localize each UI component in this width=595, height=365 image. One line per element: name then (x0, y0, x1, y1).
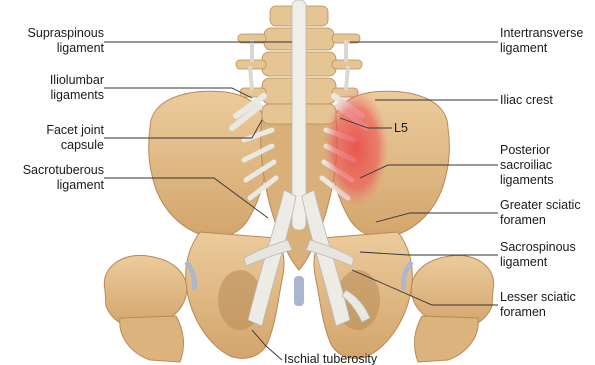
label-line: Lesser sciatic (500, 290, 592, 305)
left-femur-shaft (120, 316, 184, 362)
label-supraspinous-ligament: Supraspinous ligament (8, 26, 104, 56)
label-line: Ischial tuberosity (284, 352, 414, 365)
label-line: ligament (500, 255, 592, 270)
label-line: sacroiliac (500, 158, 592, 173)
label-l5: L5 (394, 121, 424, 136)
label-line: L5 (394, 121, 424, 136)
label-line: Intertransverse (500, 26, 592, 41)
label-line: Supraspinous (8, 26, 104, 41)
label-line: foramen (500, 213, 592, 228)
label-facet-joint-capsule: Facet joint capsule (8, 123, 104, 153)
label-sacrospinous-ligament: Sacrospinous ligament (500, 240, 592, 270)
label-line: Sacrotuberous (8, 163, 104, 178)
label-line: ligament (8, 41, 104, 56)
label-line: Facet joint (8, 123, 104, 138)
label-line: Iliolumbar (8, 73, 104, 88)
label-lesser-sciatic-foramen: Lesser sciatic foramen (500, 290, 592, 320)
l5-highlight (324, 90, 388, 206)
label-ischial-tuberosity: Ischial tuberosity (284, 352, 414, 365)
right-femur-shaft (415, 316, 479, 362)
label-sacrotuberous-ligament: Sacrotuberous ligament (8, 163, 104, 193)
label-line: Posterior (500, 143, 592, 158)
label-line: ligaments (8, 88, 104, 103)
label-iliolumbar-ligaments: Iliolumbar ligaments (8, 73, 104, 103)
label-intertransverse-ligament: Intertransverse ligament (500, 26, 592, 56)
label-line: Iliac crest (500, 93, 592, 108)
label-line: capsule (8, 138, 104, 153)
label-line: ligament (500, 41, 592, 56)
label-line: Sacrospinous (500, 240, 592, 255)
label-line: ligament (8, 178, 104, 193)
label-line: foramen (500, 305, 592, 320)
pubic-symphysis (294, 276, 304, 306)
label-iliac-crest: Iliac crest (500, 93, 592, 108)
label-line: ligaments (500, 173, 592, 188)
label-greater-sciatic-foramen: Greater sciatic foramen (500, 198, 592, 228)
label-line: Greater sciatic (500, 198, 592, 213)
label-posterior-sacroiliac-ligaments: Posterior sacroiliac ligaments (500, 143, 592, 188)
